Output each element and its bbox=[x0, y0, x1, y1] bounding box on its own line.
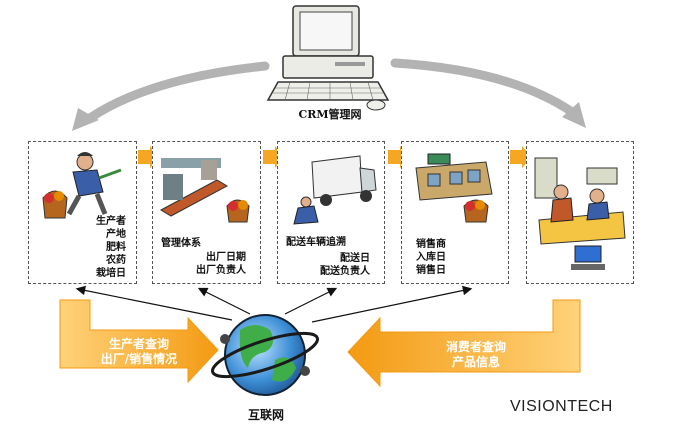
store-line-1: 销售商 bbox=[416, 239, 446, 250]
producer-line-5: 栽培日 bbox=[96, 268, 126, 279]
consumer-query-line-2: 产品信息 bbox=[451, 355, 500, 369]
producer-line-2: 产地 bbox=[106, 229, 126, 240]
consumer-query-arrow bbox=[347, 299, 581, 388]
producer-line-3: 肥料 bbox=[106, 242, 126, 253]
internet-link-arrows bbox=[75, 285, 473, 323]
producer-query-arrow bbox=[59, 299, 219, 384]
delivery-title: 配送车辆追溯 bbox=[286, 237, 346, 248]
factory-line-1: 出厂日期 bbox=[206, 252, 246, 263]
panel-delivery: 配送车辆追溯 配送日 配送负责人 bbox=[277, 141, 385, 284]
factory-title: 管理体系 bbox=[161, 238, 201, 249]
producer-line-4: 农药 bbox=[106, 255, 126, 266]
crm-left-curve-arrow bbox=[72, 61, 270, 131]
panel-consumer bbox=[526, 141, 634, 284]
delivery-truck-icon bbox=[293, 155, 377, 225]
internet-label: 互联网 bbox=[247, 408, 284, 422]
factory-icon bbox=[159, 158, 250, 223]
factory-info: 出厂日期 出厂负责人 bbox=[196, 251, 246, 277]
producer-query-label: 生产者查询 出厂/销售情况 bbox=[86, 337, 192, 367]
consumer-query-line-1: 消费者查询 bbox=[445, 340, 506, 354]
crm-right-curve-arrow bbox=[390, 58, 586, 128]
producer-query-line-2: 出厂/销售情况 bbox=[100, 352, 178, 366]
panel-factory: 管理体系 出厂日期 出厂负责人 bbox=[152, 141, 261, 284]
panel-producer: 生产者 产地 肥料 农药 栽培日 bbox=[28, 141, 137, 284]
store-line-3: 销售日 bbox=[416, 265, 446, 276]
farmer-icon bbox=[42, 152, 122, 219]
consumer-query-label: 消费者查询 产品信息 bbox=[406, 340, 546, 370]
producer-query-line-1: 生产者查询 bbox=[108, 337, 169, 351]
producer-info: 生产者 产地 肥料 农药 栽培日 bbox=[96, 215, 126, 280]
crm-label: CRM管理网 bbox=[298, 108, 362, 121]
store-line-2: 入库日 bbox=[416, 252, 446, 263]
factory-line-2: 出厂负责人 bbox=[196, 265, 246, 276]
brand-logo-text: VISIONTECH bbox=[510, 398, 613, 415]
desktop-computer-icon bbox=[266, 5, 390, 111]
delivery-line-1: 配送日 bbox=[340, 253, 370, 264]
store-info: 销售商 入库日 销售日 bbox=[416, 238, 446, 277]
consumer-icon bbox=[534, 157, 626, 270]
producer-line-1: 生产者 bbox=[96, 216, 126, 227]
panel-store: 销售商 入库日 销售日 bbox=[401, 141, 509, 284]
store-icon bbox=[415, 153, 493, 223]
delivery-line-2: 配送负责人 bbox=[320, 266, 370, 277]
globe-icon bbox=[211, 314, 319, 396]
delivery-info: 配送日 配送负责人 bbox=[320, 252, 370, 278]
